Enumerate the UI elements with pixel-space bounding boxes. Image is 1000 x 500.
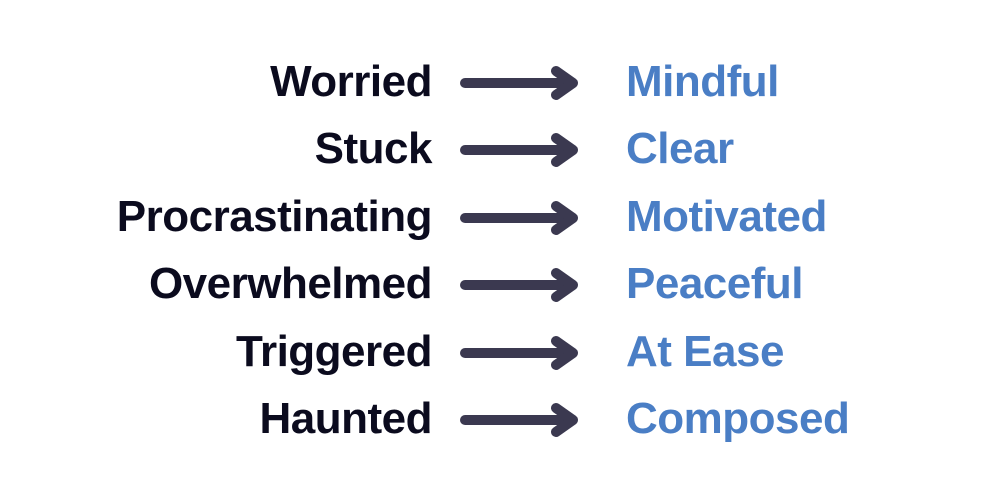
transformation-row: Triggered At Ease [0, 318, 1000, 385]
right-arrow-icon [460, 132, 582, 168]
from-state-label: Triggered [236, 326, 433, 376]
right-arrow-icon [460, 335, 582, 371]
from-state-label: Worried [270, 57, 432, 106]
to-state-label: At Ease [626, 326, 784, 376]
right-arrow-icon [460, 65, 582, 101]
right-arrow-icon [460, 200, 582, 236]
to-state-label: Mindful [626, 57, 779, 106]
to-state-label: Peaceful [626, 259, 803, 309]
right-arrow-icon [460, 402, 582, 438]
from-state-label: Stuck [314, 124, 433, 174]
transformation-row: Worried Mindful [0, 48, 1000, 115]
from-state-label: Overwhelmed [148, 259, 433, 309]
transformation-row: Stuck Clear [0, 115, 1000, 182]
to-state-label: Motivated [626, 191, 827, 241]
right-arrow-icon [460, 267, 582, 303]
from-state-label: Procrastinating [116, 191, 433, 241]
transformation-row: Overwhelmed Peaceful [0, 250, 1000, 317]
transformation-row: Procrastinating Motivated [0, 183, 1000, 250]
transformation-row: Haunted Composed [0, 385, 1000, 452]
from-state-label: Haunted [259, 393, 433, 443]
to-state-label: Clear [626, 124, 734, 174]
to-state-label: Composed [626, 393, 850, 443]
